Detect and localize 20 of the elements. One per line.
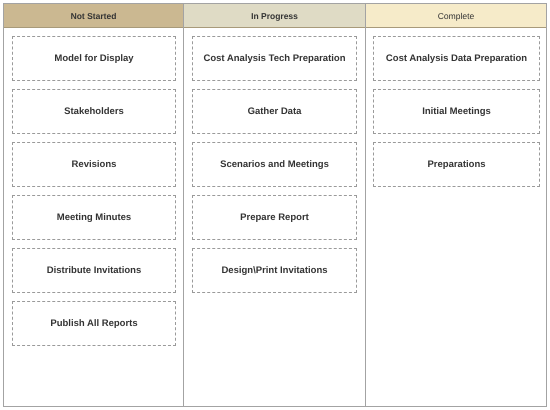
task-card: Prepare Report xyxy=(192,195,357,240)
column-header: Complete xyxy=(366,4,546,28)
task-card: Distribute Invitations xyxy=(12,248,176,293)
board-column xyxy=(3,3,184,407)
column-header: Not Started xyxy=(4,4,183,28)
task-card: Model for Display xyxy=(12,36,176,81)
task-card: Scenarios and Meetings xyxy=(192,142,357,187)
task-card: Initial Meetings xyxy=(373,89,540,134)
task-card: Publish All Reports xyxy=(12,301,176,346)
task-card: Stakeholders xyxy=(12,89,176,134)
task-card: Cost Analysis Tech Preparation xyxy=(192,36,357,81)
task-card: Gather Data xyxy=(192,89,357,134)
task-card: Meeting Minutes xyxy=(12,195,176,240)
task-card: Cost Analysis Data Preparation xyxy=(373,36,540,81)
task-card: Design\Print Invitations xyxy=(192,248,357,293)
board-column xyxy=(365,3,547,407)
column-header: In Progress xyxy=(184,4,365,28)
task-card: Revisions xyxy=(12,142,176,187)
board-column xyxy=(183,3,366,407)
task-card: Preparations xyxy=(373,142,540,187)
